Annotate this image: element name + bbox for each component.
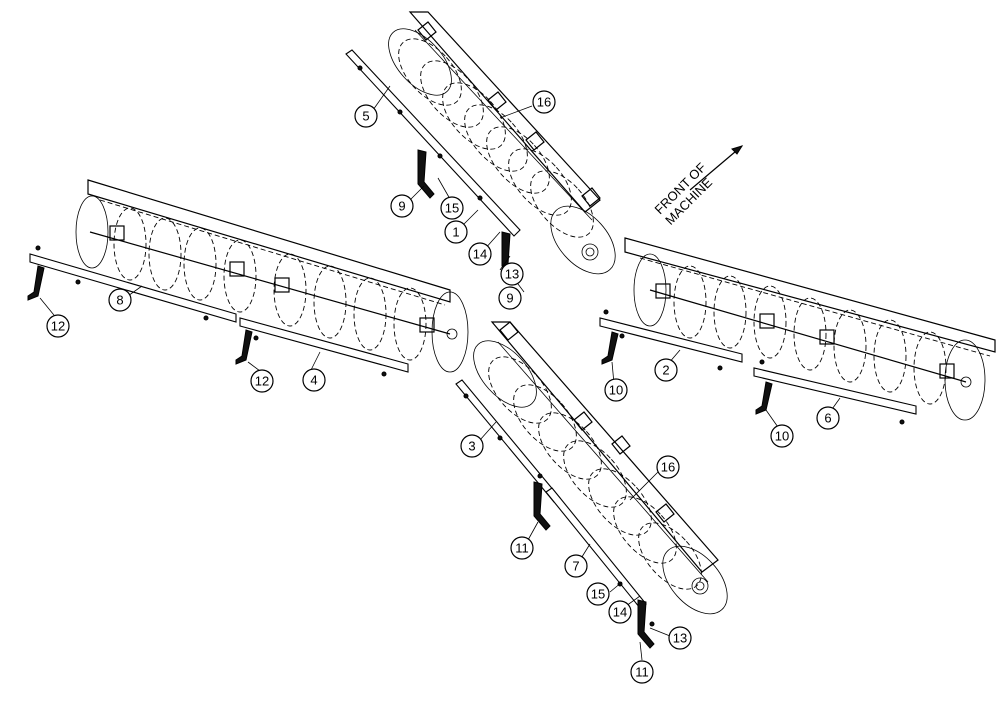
callout-10-b: 10 xyxy=(770,424,794,448)
svg-text:6: 6 xyxy=(824,411,831,426)
callout-10: 10 xyxy=(604,378,628,402)
callout-2: 2 xyxy=(654,358,678,382)
svg-text:14: 14 xyxy=(613,605,627,620)
svg-text:16: 16 xyxy=(661,460,675,475)
gang-assembly-right xyxy=(599,237,996,425)
svg-text:1: 1 xyxy=(452,225,459,240)
callout-3: 3 xyxy=(460,434,484,458)
svg-text:9: 9 xyxy=(398,199,405,214)
svg-text:16: 16 xyxy=(537,95,551,110)
callout-6: 6 xyxy=(816,406,840,430)
svg-text:5: 5 xyxy=(362,109,369,124)
svg-text:12: 12 xyxy=(255,374,269,389)
svg-text:13: 13 xyxy=(673,631,687,646)
callout-7: 7 xyxy=(564,554,588,578)
svg-text:11: 11 xyxy=(515,541,529,556)
callout-13-b: 13 xyxy=(668,626,692,650)
svg-text:15: 15 xyxy=(445,201,459,216)
svg-text:2: 2 xyxy=(662,363,669,378)
callout-8: 8 xyxy=(108,288,132,312)
leader-lines xyxy=(39,85,841,661)
front-of-machine-label: FRONT OF MACHINE xyxy=(652,160,716,228)
svg-text:11: 11 xyxy=(635,665,649,680)
gang-assembly-left xyxy=(27,179,469,377)
gang-assembly-top xyxy=(345,11,616,281)
svg-text:9: 9 xyxy=(506,291,513,306)
callout-11: 11 xyxy=(510,536,534,560)
callout-1: 1 xyxy=(444,220,468,244)
svg-text:3: 3 xyxy=(468,439,475,454)
svg-text:13: 13 xyxy=(505,267,519,282)
svg-text:10: 10 xyxy=(609,383,623,398)
svg-text:12: 12 xyxy=(51,319,65,334)
callout-13: 13 xyxy=(500,262,524,286)
callout-12-b: 12 xyxy=(250,369,274,393)
svg-text:7: 7 xyxy=(572,559,579,574)
callout-12: 12 xyxy=(46,314,70,338)
callout-14: 14 xyxy=(468,242,492,266)
front-direction-arrow xyxy=(689,145,744,191)
callout-15-b: 15 xyxy=(586,582,610,606)
gang-assembly-bottom xyxy=(455,321,728,649)
svg-text:4: 4 xyxy=(310,373,317,388)
callout-5: 5 xyxy=(354,104,378,128)
callout-14-b: 14 xyxy=(608,600,632,624)
callout-16: 16 xyxy=(532,90,556,114)
callout-9: 9 xyxy=(390,194,414,218)
svg-text:8: 8 xyxy=(116,293,123,308)
callout-9-b: 9 xyxy=(498,286,522,310)
callout-4: 4 xyxy=(302,368,326,392)
svg-text:14: 14 xyxy=(473,247,487,262)
svg-text:15: 15 xyxy=(591,587,605,602)
svg-text:10: 10 xyxy=(775,429,789,444)
callout-16-b: 16 xyxy=(656,455,680,479)
callout-11-b: 11 xyxy=(630,660,654,684)
callout-15: 15 xyxy=(440,196,464,220)
